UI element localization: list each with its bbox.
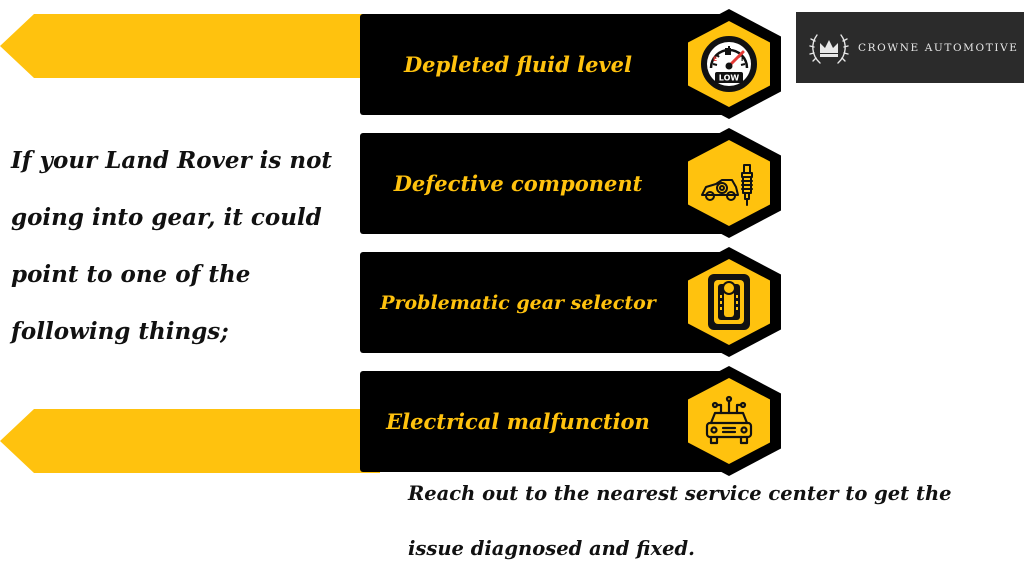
hex-badge-gear-selector (677, 247, 781, 357)
left-arrow-banner-bottom (0, 409, 380, 473)
cause-label: Defective component (393, 171, 643, 196)
car-parts-icon (701, 164, 753, 206)
car-electrical-icon (705, 395, 753, 445)
crown-laurel-icon (809, 33, 849, 64)
cause-card-fluid: Depleted fluid level (360, 14, 728, 115)
gauge-low-label: LOW (719, 74, 740, 83)
fuel-gauge-icon: E F LOW (701, 36, 757, 92)
cause-label: Electrical malfunction (386, 409, 650, 434)
left-arrow-banner-top (0, 14, 380, 78)
cause-label: Depleted fluid level (403, 52, 633, 77)
cause-card-gear-selector: Problematic gear selector (360, 252, 728, 353)
call-to-action-text: Reach out to the nearest service center … (408, 482, 952, 560)
cause-card-component: Defective component (360, 133, 728, 234)
gauge-full-label: F (741, 56, 745, 63)
cause-card-electrical: Electrical malfunction (360, 371, 728, 472)
brand-logo: CROWNE AUTOMOTIVE (796, 12, 1024, 83)
gauge-empty-label: E (713, 56, 717, 63)
brand-name: CROWNE AUTOMOTIVE (858, 41, 1019, 54)
cause-label: Problematic gear selector (380, 291, 656, 314)
intro-text: If your Land Rover is not going into gea… (11, 147, 333, 345)
gear-selector-icon (708, 274, 750, 330)
